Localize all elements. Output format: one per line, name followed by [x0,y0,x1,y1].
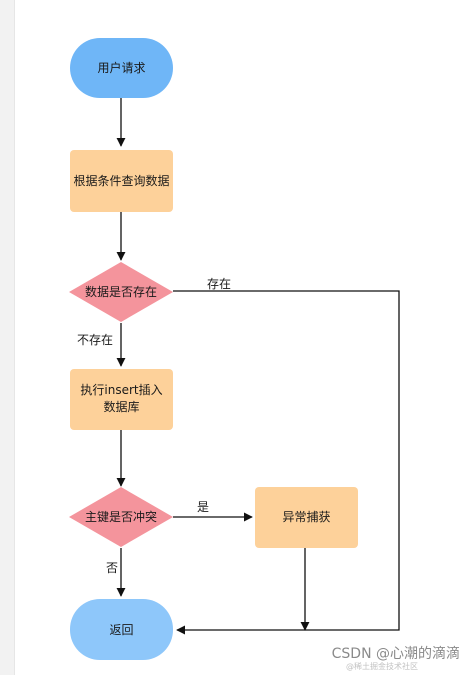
process-shape [70,369,173,430]
node-insert: 执行insert插入 数据库 [70,369,173,430]
node-exists-check-label: 数据是否存在 [85,284,157,299]
watermark-small: @稀土掘金技术社区 [346,662,418,671]
node-query: 根据条件查询数据 [70,150,173,212]
left-margin-strip [0,0,15,675]
node-return: 返回 [70,599,173,660]
node-insert-label-line2: 数据库 [103,399,139,414]
node-return-label: 返回 [109,623,133,637]
node-start: 用户请求 [70,38,173,98]
watermark: CSDN @心潮的滴滴 [331,646,460,662]
decision-shape [69,487,173,547]
process-shape [255,487,358,548]
edge-label-exists-yes: 存在 [207,277,231,291]
edge-exists-yes-to-return [173,290,400,635]
node-catch: 异常捕获 [255,487,358,548]
edge-label-exists-no: 不存在 [77,333,113,347]
edges [116,98,400,635]
node-start-label: 用户请求 [97,60,145,75]
node-catch-label: 异常捕获 [282,509,330,524]
decision-shape [69,262,173,322]
node-conflict-check: 主键是否冲突 [69,487,173,547]
terminal-shape [70,38,173,98]
node-conflict-check-label: 主键是否冲突 [85,509,157,524]
node-insert-label-line1: 执行insert插入 [80,383,162,397]
process-shape [70,150,173,212]
node-exists-check: 数据是否存在 [69,262,173,322]
edge-label-conflict-yes: 是 [197,500,209,514]
edge-label-conflict-no: 否 [106,561,118,575]
node-query-label: 根据条件查询数据 [73,173,169,188]
terminal-shape [70,599,173,660]
